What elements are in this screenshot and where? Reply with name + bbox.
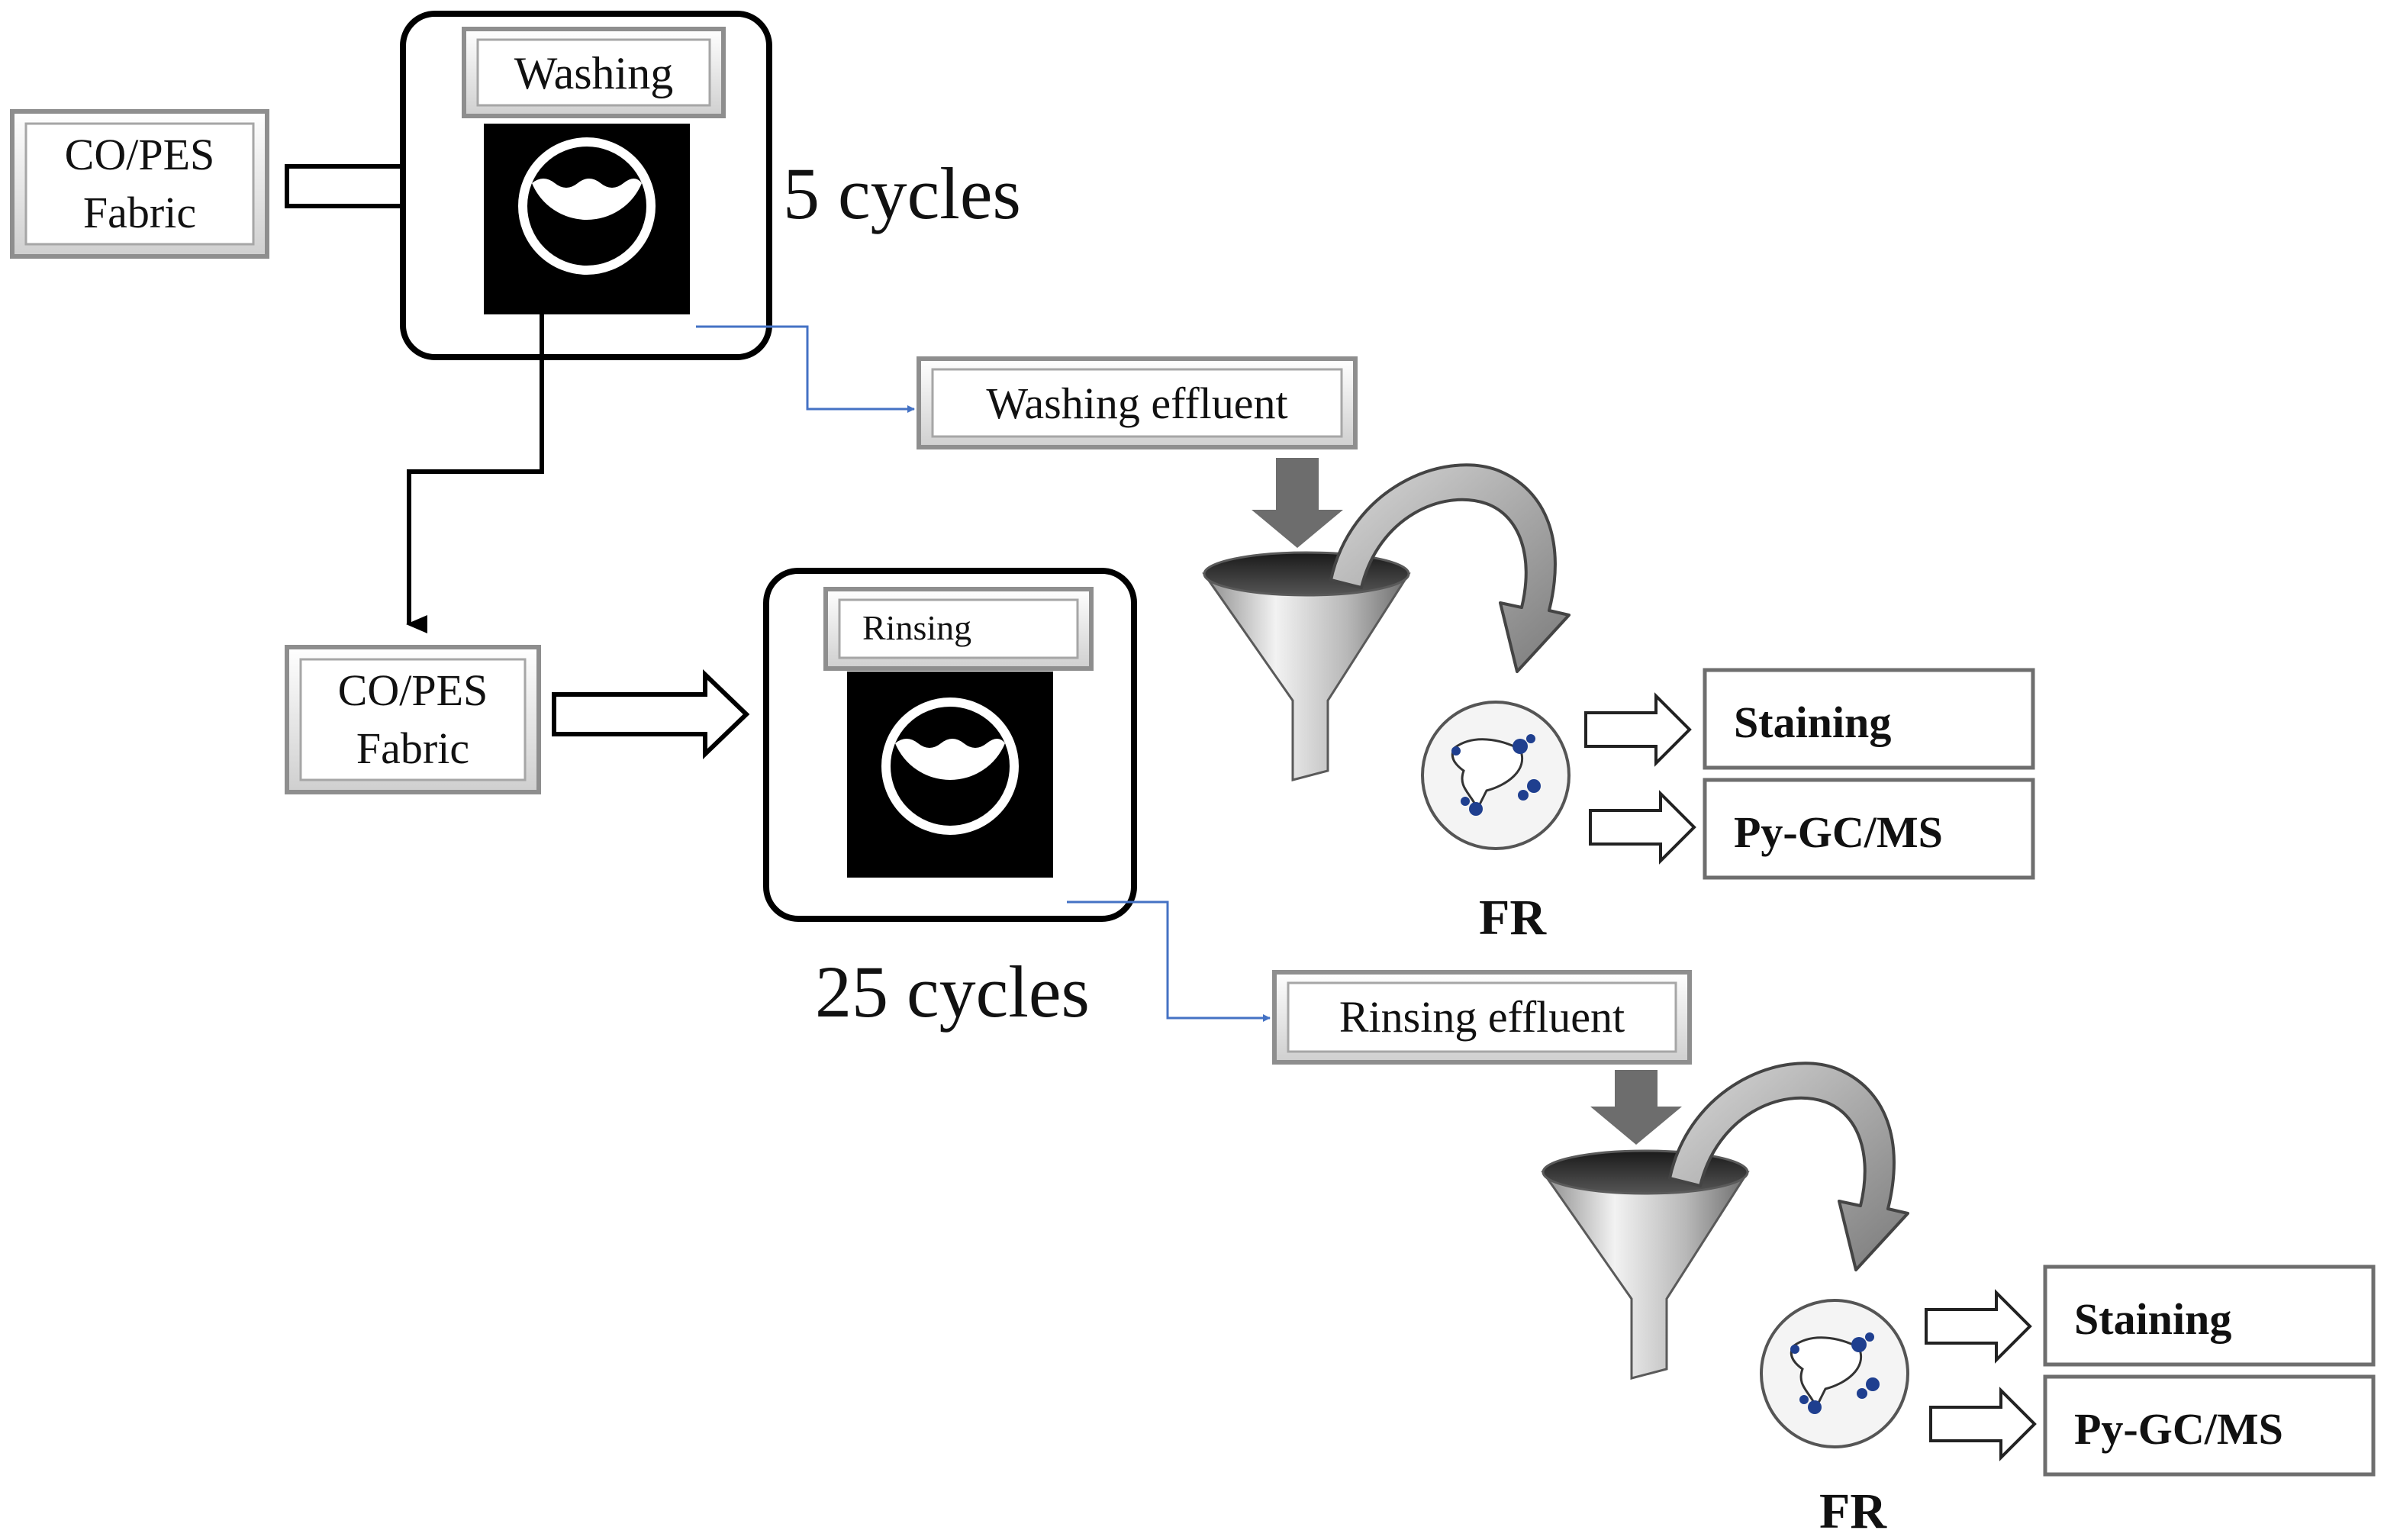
hollow-arrow-icon	[1929, 1387, 2037, 1461]
effluent-connector	[696, 325, 915, 413]
fabric-label-line2: Fabric	[356, 723, 469, 773]
water-tub-icon	[518, 137, 656, 275]
fabric-input-box: CO/PES Fabric	[285, 645, 541, 794]
filter-result-label: FR	[1479, 890, 1547, 946]
filtration-group	[1202, 458, 1571, 781]
effluent-label: Washing effluent	[986, 379, 1287, 428]
filter-result-label: FR	[1819, 1484, 1887, 1539]
analysis-label: Staining	[1734, 698, 1891, 747]
effluent-box: Rinsing effluent	[1272, 970, 1692, 1065]
fabric-input-box: CO/PES Fabric	[10, 109, 269, 259]
funnel-icon	[1202, 551, 1411, 781]
rinsing-stage: CO/PES Fabric Rinsing 25 cycles Rinsing …	[285, 568, 2376, 1539]
analysis-label: Py-GC/MS	[2074, 1404, 2283, 1454]
effluent-box: Washing effluent	[917, 356, 1358, 449]
filter-disc-icon	[1421, 701, 1571, 850]
analysis-box-staining: Staining	[2043, 1265, 2376, 1367]
hollow-arrow-icon	[1925, 1289, 2032, 1364]
cycles-label: 5 cycles	[783, 153, 1021, 234]
curved-arrow-icon	[1329, 463, 1571, 673]
effluent-label: Rinsing effluent	[1339, 992, 1625, 1042]
analysis-label: Py-GC/MS	[1734, 807, 1943, 857]
effluent-connector	[1067, 900, 1271, 1022]
fabric-label-line2: Fabric	[83, 188, 196, 237]
hollow-arrow-icon	[1584, 692, 1692, 767]
fabric-label-line1: CO/PES	[338, 665, 488, 715]
process-connector	[406, 311, 544, 633]
machine-label: Washing	[514, 48, 673, 98]
analysis-box-staining: Staining	[1703, 668, 2035, 770]
hollow-arrow-icon	[1589, 790, 1696, 865]
water-tub-icon	[881, 698, 1019, 835]
rinsing-machine: Rinsing	[763, 568, 1137, 922]
filtration-group	[1541, 1062, 1909, 1380]
washing-stage: CO/PES Fabric Washing 5 cycles Washing e…	[10, 11, 2035, 946]
machine-label: Rinsing	[862, 608, 971, 647]
washing-machine: Washing	[400, 11, 772, 360]
funnel-icon	[1541, 1149, 1750, 1380]
cycles-label: 25 cycles	[815, 951, 1090, 1033]
filter-disc-icon	[1760, 1299, 1909, 1448]
fabric-label-line1: CO/PES	[65, 130, 215, 179]
analysis-box-pygcms: Py-GC/MS	[2043, 1374, 2376, 1477]
down-arrow-icon	[1590, 1070, 1682, 1145]
curved-arrow-icon	[1668, 1062, 1909, 1271]
down-arrow-icon	[1252, 458, 1343, 548]
analysis-box-pygcms: Py-GC/MS	[1703, 778, 2035, 880]
analysis-label: Staining	[2074, 1294, 2231, 1344]
hollow-arrow-icon	[552, 669, 750, 760]
